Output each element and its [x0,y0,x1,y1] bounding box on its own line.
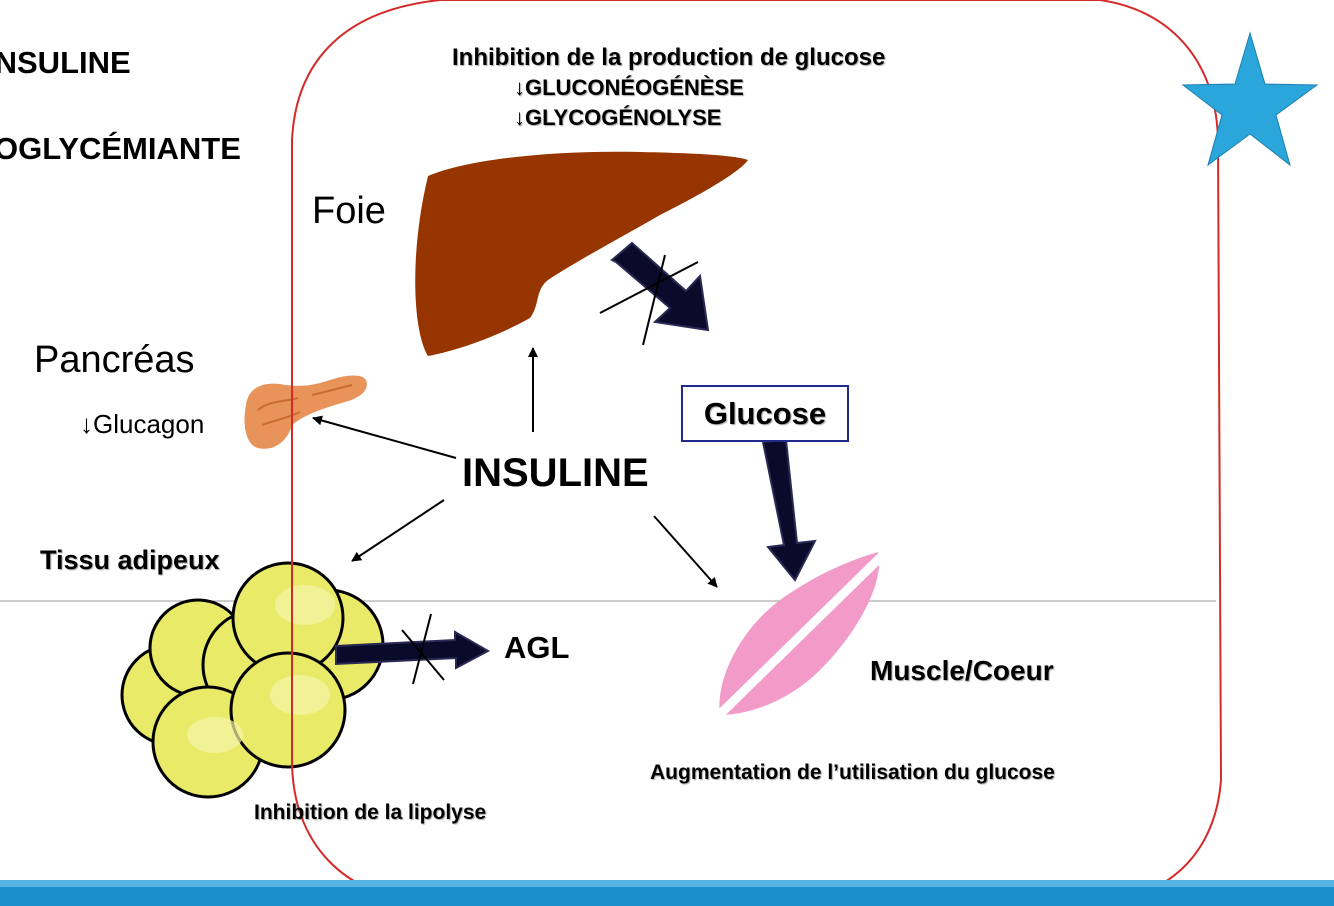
liver-heading: Inhibition de la production de glucose [452,44,886,71]
pancreas-icon [244,375,367,449]
arrow-fat-to-agl-blocked [335,613,491,685]
arrow-insulin-to-pancreas [312,415,457,459]
title-line-1: INSULINE [0,45,131,80]
footer-bar [0,880,1334,906]
lipolysis-label: Inhibition de la lipolyse [254,801,487,824]
pancreas-glucagon: ↓Glucagon [80,409,205,439]
glucose-label: Glucose [703,395,827,431]
liver-icon [415,151,748,356]
liver-item-glycogenolysis: ↓GLYCOGÉNOLYSE [514,105,722,130]
footer-stripe [0,880,1334,887]
adipose-label: Tissu adipeux [40,545,220,575]
glucose-box: Glucose [681,385,849,442]
arrow-insulin-to-adipose [351,499,445,562]
arrow-insulin-to-muscle [653,515,718,588]
arrow-liver-output-blocked [599,241,710,346]
fat-cells-icon [120,561,385,799]
muscle-icon [708,544,894,726]
liver-item-gluconeogenesis: ↓GLUCONÉOGÉNÈSE [514,75,744,100]
muscle-label: Muscle/Coeur [870,655,1054,686]
star-icon [1181,31,1319,167]
liver-label: Foie [312,190,386,232]
agl-label: AGL [504,630,570,665]
arrow-glucose-to-muscle [761,438,817,582]
insulin-label: INSULINE [462,451,649,495]
fat-cells-highlight [187,585,335,753]
pancreas-label: Pancréas [34,339,195,381]
title-line-2: OGLYCÉMIANTE [0,131,241,166]
glucose-use-label: Augmentation de l’utilisation du glucose [650,761,1055,784]
